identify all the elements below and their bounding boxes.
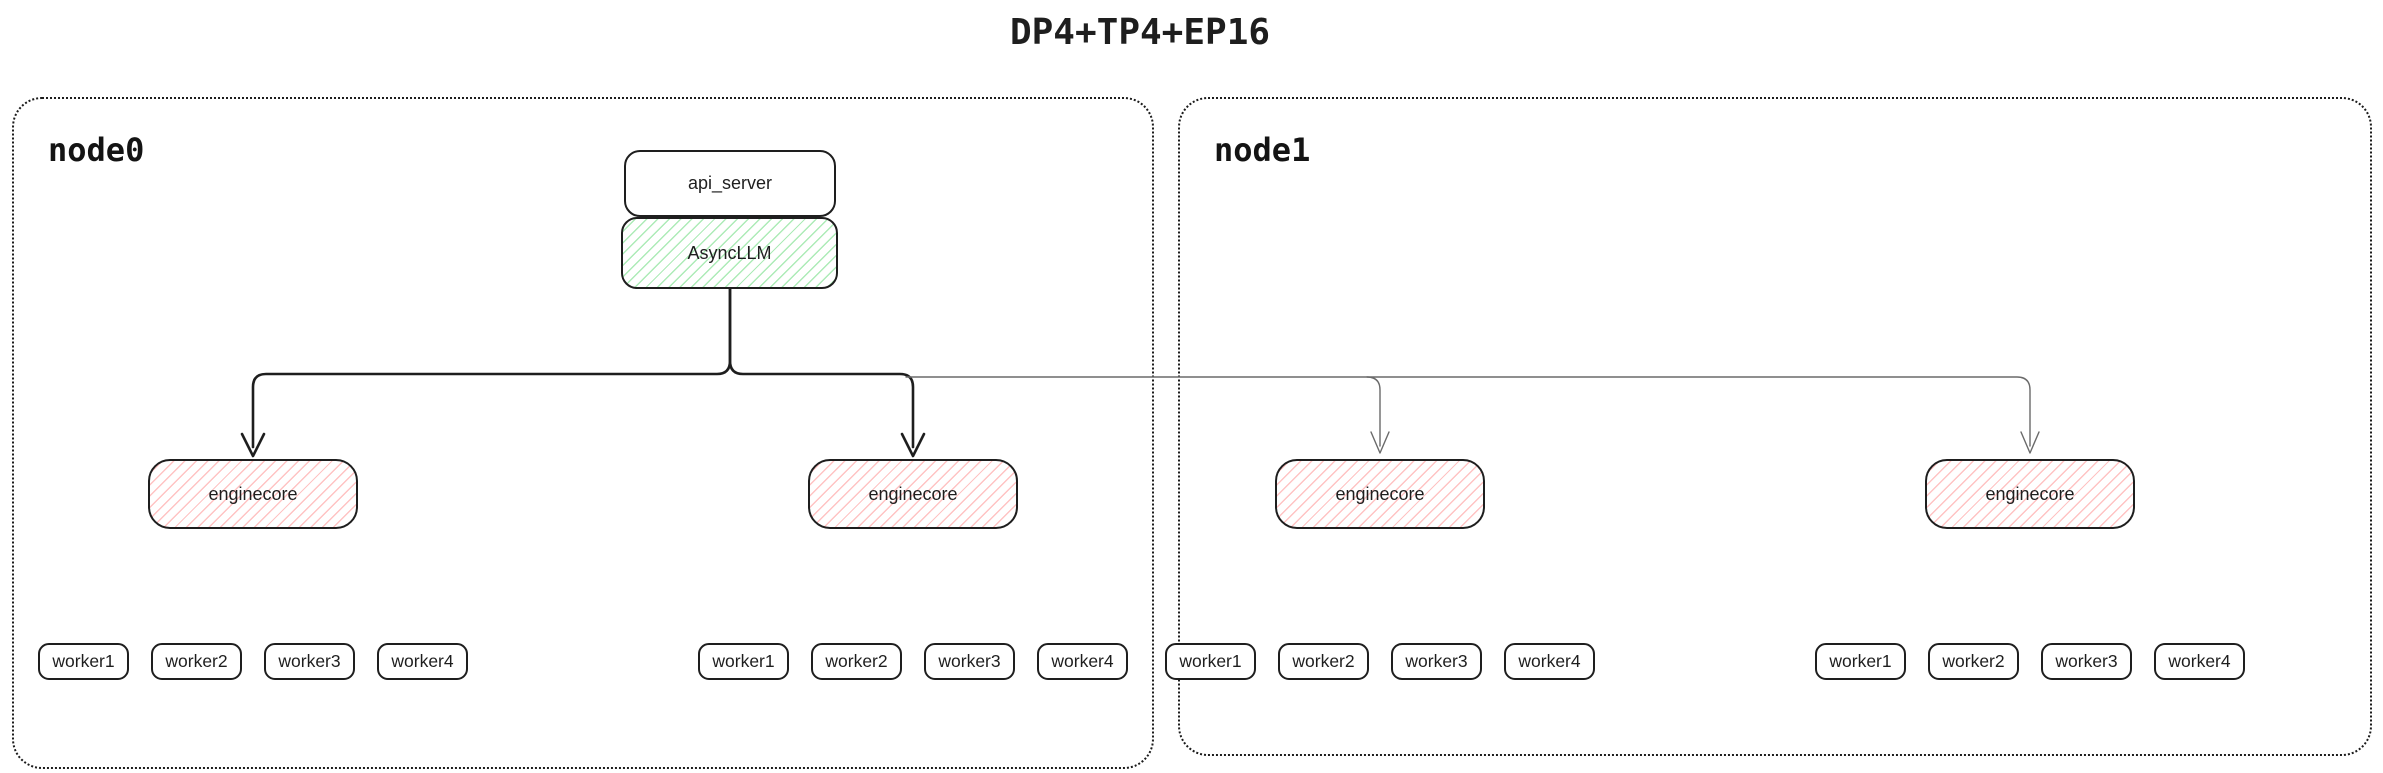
worker-box: worker3 bbox=[264, 643, 355, 680]
asyncllm-box: AsyncLLM bbox=[621, 217, 838, 289]
worker-box: worker3 bbox=[924, 643, 1015, 680]
api-server-label: api_server bbox=[687, 173, 773, 193]
asyncllm-label: AsyncLLM bbox=[687, 242, 772, 263]
worker-box: worker1 bbox=[698, 643, 789, 680]
enginecore-label: enginecore bbox=[868, 483, 958, 504]
worker-box: worker3 bbox=[2041, 643, 2132, 680]
worker-box: worker2 bbox=[811, 643, 902, 680]
enginecore-label: enginecore bbox=[1335, 483, 1425, 504]
node1-label: node1 bbox=[1214, 131, 1311, 169]
worker-box: worker4 bbox=[377, 643, 468, 680]
enginecore-box-2: enginecore bbox=[808, 459, 1018, 529]
enginecore-box-3: enginecore bbox=[1275, 459, 1485, 529]
worker-box: worker4 bbox=[1504, 643, 1595, 680]
worker-box: worker4 bbox=[2154, 643, 2245, 680]
worker-box: worker2 bbox=[151, 643, 242, 680]
enginecore-label: enginecore bbox=[1985, 483, 2075, 504]
worker-box: worker1 bbox=[1165, 643, 1256, 680]
enginecore-box-1: enginecore bbox=[148, 459, 358, 529]
enginecore-label: enginecore bbox=[208, 483, 298, 504]
worker-box: worker2 bbox=[1928, 643, 2019, 680]
enginecore-box-4: enginecore bbox=[1925, 459, 2135, 529]
diagram-title: DP4+TP4+EP16 bbox=[1009, 12, 1271, 53]
worker-box: worker2 bbox=[1278, 643, 1369, 680]
worker-box: worker1 bbox=[38, 643, 129, 680]
node0-label: node0 bbox=[48, 131, 145, 169]
worker-box: worker4 bbox=[1037, 643, 1128, 680]
worker-box: worker3 bbox=[1391, 643, 1482, 680]
worker-box: worker1 bbox=[1815, 643, 1906, 680]
api-server-box: api_server bbox=[624, 150, 836, 217]
